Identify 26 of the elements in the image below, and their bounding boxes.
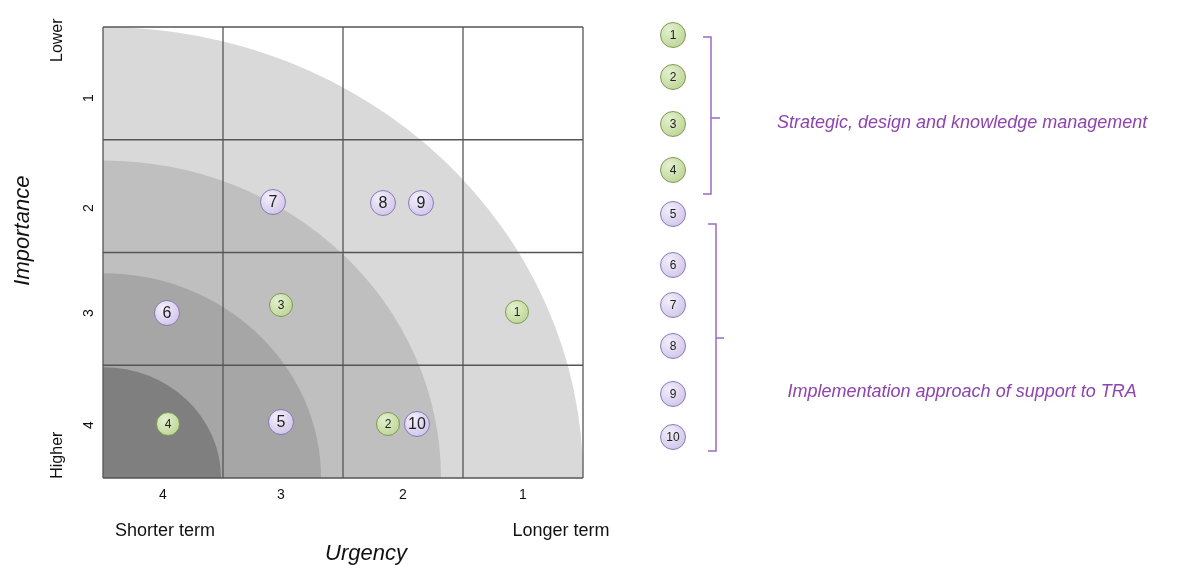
axis-end-label: Shorter term [115,519,216,541]
group-label: Implementation approach of support to TRA [787,380,1137,402]
numbered-circle: 6 [660,252,686,278]
axis-end-label: Longer term [512,519,610,541]
tick-label: 2 [399,486,407,503]
numbered-circle: 10 [660,424,686,450]
numbered-circle: 2 [660,64,686,90]
axis-end-label: Lower [47,18,66,62]
tick-label: 4 [159,486,167,503]
numbered-circle: 5 [660,201,686,227]
numbered-circle: 4 [660,157,686,183]
group-label: Strategic, design and knowledge management [777,111,1148,133]
tick-label: 1 [519,486,527,503]
axis-title: Urgency [325,539,407,565]
tick-label: 4 [79,421,96,429]
numbered-circle: 3 [660,111,686,137]
numbered-circle: 7 [660,292,686,318]
axis-title: Importance [9,175,35,286]
tick-label: 2 [79,204,96,212]
numbered-circle: 9 [660,381,686,407]
numbered-circle: 1 [660,22,686,48]
axis-end-label: Higher [47,431,66,479]
tick-label: 3 [79,309,96,317]
tick-label: 1 [79,94,96,102]
tick-label: 3 [277,486,285,503]
numbered-circle: 8 [660,333,686,359]
